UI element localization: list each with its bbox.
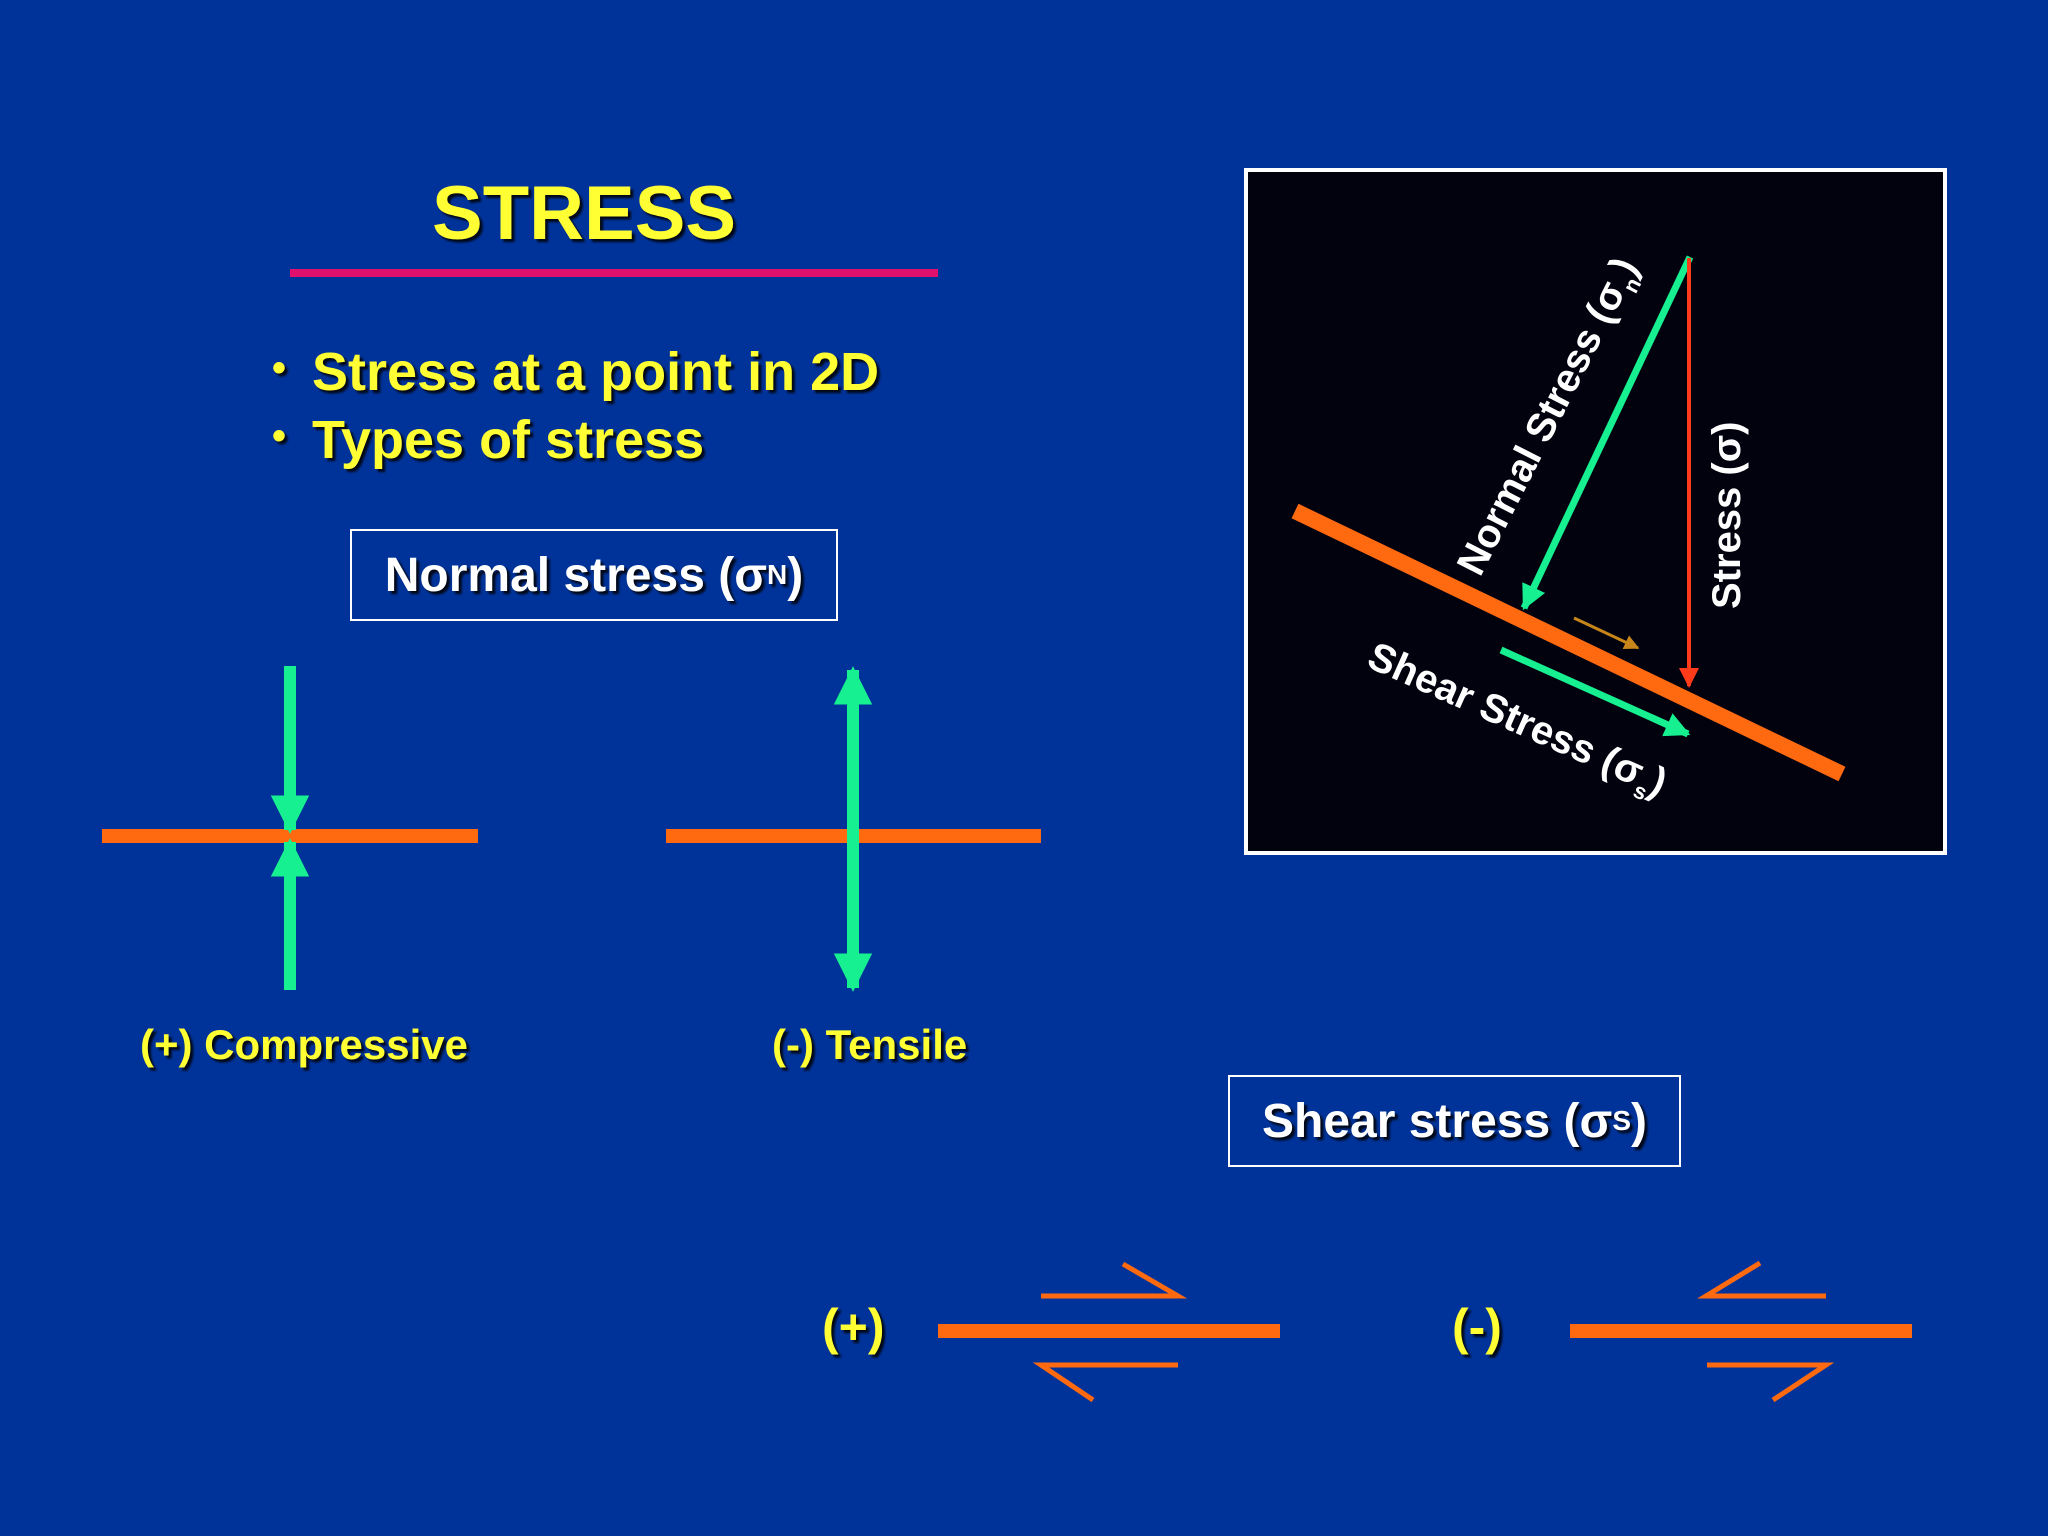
bullet-item: • Stress at a point in 2D <box>272 338 879 406</box>
shear-minus-top-half-arrow-icon <box>1697 1260 1826 1299</box>
shear-stress-text: Shear stress (σ <box>1261 1094 1613 1148</box>
inset-stress-label: Stress (σ) <box>1705 422 1749 609</box>
shear-plus-bottom-half-arrow-icon <box>1032 1362 1178 1403</box>
tensile-label: (-) Tensile <box>772 1021 968 1068</box>
inset-plane <box>1291 503 1846 782</box>
bullet-dot-icon: • <box>272 346 287 390</box>
shear-stress-close: ) <box>1631 1094 1647 1148</box>
normal-stress-subscript: N <box>767 559 788 590</box>
compressive-label: (+) Compressive <box>140 1021 468 1068</box>
inset-diagram: Normal Stress (σn) Stress (σ) Shear Stre… <box>1291 250 1846 805</box>
shear-plus-label: (+) <box>822 1299 885 1355</box>
shear-minus-bottom-half-arrow-icon <box>1707 1362 1835 1403</box>
title-underline <box>290 269 938 277</box>
inset-shear-stress-arrow <box>1499 646 1691 738</box>
bullet-text: Types of stress <box>312 410 705 470</box>
page-title: STRESS <box>432 171 737 256</box>
inset-normal-stress-label: Normal Stress (σn) <box>1449 250 1652 584</box>
bullet-item: • Types of stress <box>272 406 879 474</box>
bullet-text: Stress at a point in 2D <box>312 342 880 402</box>
tensile-figure <box>666 666 1041 992</box>
shear-plus-figure <box>938 1261 1280 1403</box>
shear-stress-subscript: S <box>1612 1105 1632 1136</box>
inset-normal-stress-arrow <box>1520 255 1694 611</box>
shear-minus-label: (-) <box>1452 1299 1502 1355</box>
stress-decomposition-inset: Normal Stress (σn) Stress (σ) Shear Stre… <box>1244 168 1947 855</box>
inset-small-arrow <box>1573 616 1640 650</box>
shear-plus-top-half-arrow-icon <box>1041 1261 1188 1299</box>
normal-stress-close: ) <box>787 548 804 602</box>
bullet-list: • Stress at a point in 2D • Types of str… <box>272 338 879 474</box>
normal-stress-text: Normal stress (σ <box>384 548 768 602</box>
compressive-figure <box>102 666 478 990</box>
bullet-dot-icon: • <box>272 414 287 458</box>
shear-minus-figure <box>1570 1260 1912 1403</box>
